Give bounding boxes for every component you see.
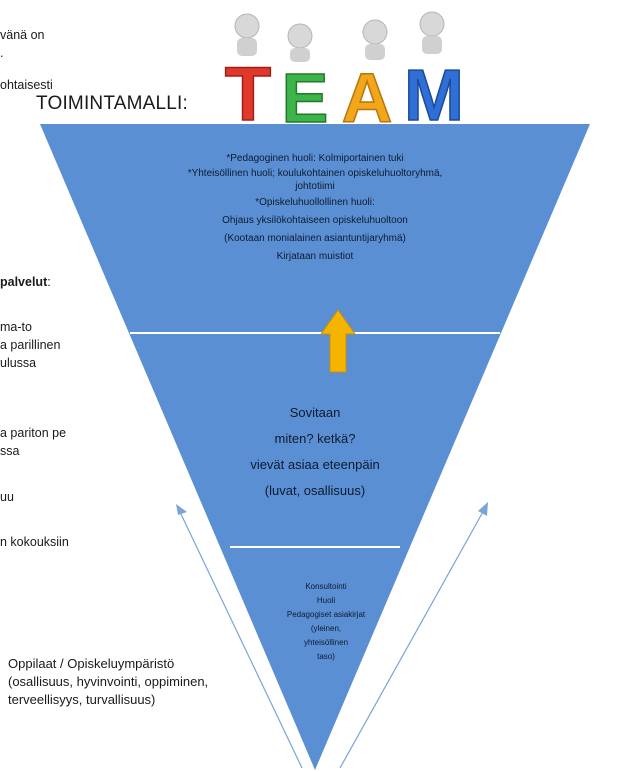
model-title: TOIMINTAMALLI: — [36, 93, 189, 114]
zone-middle-line-4: (luvat, osallisuus) — [264, 483, 366, 498]
zone-bottom-line-1: Konsultointi — [305, 582, 347, 591]
left-fragment-3: ohtaisesti — [0, 78, 53, 92]
zone-middle-line-2: miten? ketkä? — [274, 431, 356, 446]
left-fragment-7: ulussa — [0, 356, 37, 370]
learning-environment-line-1: Oppilaat / Opiskeluympäristö — [8, 656, 175, 671]
zone-bottom-line-3: Pedagogiset asiakirjat — [286, 610, 366, 619]
zone-top-line-3: johtotiimi — [295, 181, 335, 192]
zone-top-line-2: *Yhteisöllinen huoli; koulukohtainen opi… — [187, 168, 443, 179]
team-letter-t: T — [225, 52, 271, 137]
zone-bottom-line-6: taso) — [317, 652, 335, 661]
left-fragment-11: n kokouksiin — [0, 535, 69, 549]
left-fragment-8: a pariton pe — [0, 426, 67, 440]
left-fragment-1: vänä on — [0, 28, 45, 42]
left-fragment-10: uu — [0, 490, 14, 504]
left-fragment-4-bold: palvelut — [0, 275, 48, 289]
left-fragment-6: a parillinen — [0, 338, 61, 352]
team-logo: T E A M — [224, 11, 465, 138]
right-side-arrow-icon — [339, 502, 488, 769]
left-fragment-9: ssa — [0, 444, 20, 458]
zone-top-line-5: Ohjaus yksilökohtaiseen opiskeluhuoltoon — [222, 215, 408, 226]
zone-bottom-line-5: yhteisöllinen — [303, 638, 349, 647]
zone-bottom-line-2: Huoli — [316, 596, 336, 605]
team-figure-m — [419, 11, 445, 54]
left-fragment-4-colon: : — [47, 275, 51, 289]
team-figure-t — [234, 13, 260, 56]
team-figure-a — [362, 19, 388, 60]
zone-middle-line-1: Sovitaan — [289, 405, 341, 420]
zone-top-line-7: Kirjataan muistiot — [276, 251, 354, 262]
left-fragment-5: ma-to — [0, 320, 32, 334]
learning-environment-line-2: (osallisuus, hyvinvointi, oppiminen, — [8, 674, 209, 689]
zone-top-text: *Pedagoginen huoli: Kolmiportainen tuki … — [150, 150, 480, 266]
zone-top-line-1: *Pedagoginen huoli: Kolmiportainen tuki — [226, 153, 404, 164]
left-side-arrow-icon — [176, 504, 303, 769]
zone-bottom-text: Konsultointi Huoli Pedagogiset asiakirja… — [282, 580, 370, 664]
zone-bottom-line-4: (yleinen, — [310, 624, 342, 633]
learning-environment-line-3: terveellisyys, turvallisuus) — [8, 692, 156, 707]
up-arrow-icon — [320, 309, 356, 373]
learning-environment-text: Oppilaat / Opiskeluympäristö (osallisuus… — [8, 655, 208, 709]
zone-middle-text: Sovitaan miten? ketkä? vievät asiaa etee… — [200, 400, 430, 504]
left-fragment-2: . — [0, 46, 4, 60]
inverted-triangle — [40, 124, 590, 770]
zone-top-line-6: (Kootaan monialainen asiantuntijaryhmä) — [224, 233, 406, 244]
left-fragment-4: palvelut: — [0, 275, 51, 289]
team-letter-m: M — [404, 56, 464, 136]
team-figure-e — [287, 23, 313, 62]
zone-middle-line-3: vievät asiaa eteenpäin — [250, 457, 380, 472]
zone-top-line-4: *Opiskeluhuollollinen huoli: — [255, 197, 375, 208]
